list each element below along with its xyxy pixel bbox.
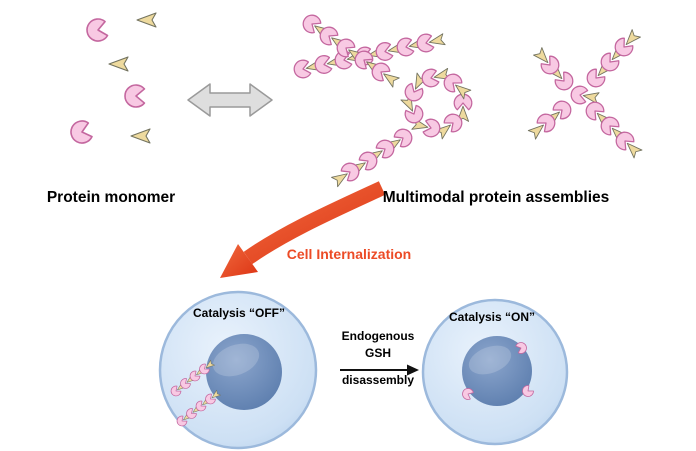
substrate-dart-icon	[108, 56, 129, 72]
assembly-ring	[398, 65, 473, 141]
assembly-branched	[526, 27, 644, 160]
label-multimodal-assemblies: Multimodal protein assemblies	[382, 189, 610, 206]
cell-nucleus	[462, 336, 532, 406]
nucleus-highlight	[212, 343, 260, 377]
substrate-dart-icon	[130, 128, 151, 144]
label-protein-monomer: Protein monomer	[46, 189, 176, 206]
label-gsh: GSH	[364, 346, 392, 360]
nucleus-highlight	[468, 345, 512, 375]
equilibrium-arrow-icon	[187, 83, 273, 117]
label-catalysis-off: Catalysis “OFF”	[192, 306, 286, 320]
protein-pacman-icon	[124, 84, 146, 108]
cell-nucleus	[206, 334, 282, 410]
label-cell-internalization: Cell Internalization	[286, 246, 412, 262]
internalization-arrow-icon	[220, 181, 386, 278]
label-catalysis-on: Catalysis “ON”	[448, 310, 536, 324]
assembly-chain-short	[330, 126, 415, 190]
gsh-arrow-icon	[340, 364, 419, 376]
cell-catalysis-off	[158, 290, 318, 450]
label-gsh-endogenous: Endogenous	[341, 329, 415, 343]
protein-pacman-icon	[84, 16, 110, 44]
protein-monomer-group	[67, 12, 157, 147]
substrate-dart-icon	[136, 12, 157, 28]
label-gsh-disassembly: disassembly	[341, 373, 415, 387]
protein-pacman-icon	[67, 118, 94, 147]
protein-assemblies-group	[293, 12, 645, 190]
cell-catalysis-on	[421, 298, 569, 446]
